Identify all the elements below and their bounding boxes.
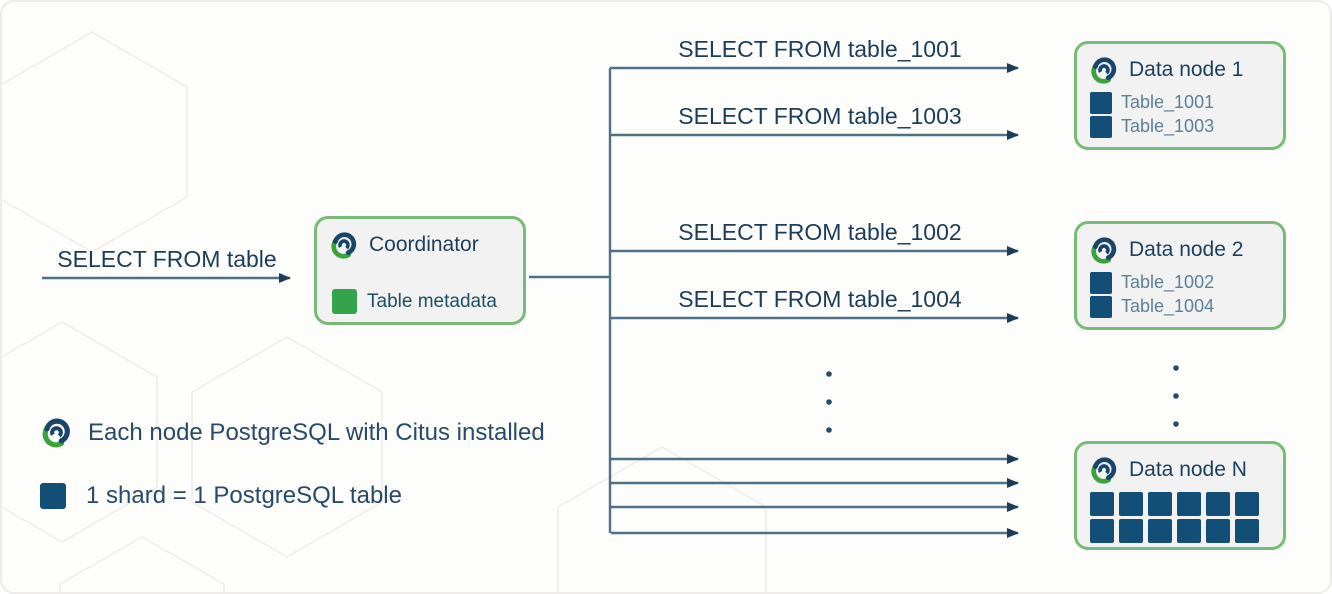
shard-icon — [1090, 492, 1114, 516]
shard-icon — [1235, 492, 1259, 516]
shard-icon — [1206, 519, 1230, 543]
shard-icon — [1090, 295, 1112, 318]
data-node-2-title: Data node 2 — [1129, 238, 1244, 261]
citus-logo-icon — [1089, 455, 1119, 485]
legend-item-shard: 1 shard = 1 PostgreSQL table — [40, 482, 402, 510]
data-node-n-title: Data node N — [1129, 458, 1247, 481]
citus-logo-icon — [1089, 55, 1119, 85]
shard-label: Table_1001 — [1121, 92, 1215, 112]
data-node-2-box: Data node 2 Table_1002 Table_1004 — [1074, 221, 1286, 330]
shard-icon — [1090, 519, 1114, 543]
shard-square-icon — [40, 483, 66, 509]
shard-grid — [1090, 492, 1259, 543]
shard-icon — [1148, 492, 1172, 516]
legend-label: Each node PostgreSQL with Citus installe… — [88, 418, 545, 446]
shard-row: Table_1004 — [1090, 295, 1214, 318]
ellipsis-dots — [826, 365, 1179, 433]
shard-icon — [1119, 492, 1143, 516]
table-metadata-label: Table metadata — [367, 290, 497, 312]
branch-query-label-2: SELECT FROM table_1003 — [678, 103, 962, 129]
shard-row: Table_1002 — [1090, 271, 1214, 294]
branch-query-label-4: SELECT FROM table_1004 — [678, 286, 962, 312]
shard-icon — [1090, 271, 1112, 294]
shard-icon — [1148, 519, 1172, 543]
citus-logo-icon — [1089, 235, 1119, 265]
query-label: SELECT FROM table — [57, 246, 277, 272]
coordinator-title: Coordinator — [369, 233, 479, 256]
shard-icon — [1206, 492, 1230, 516]
shard-icon — [1235, 519, 1259, 543]
legend-item-citus: Each node PostgreSQL with Citus installe… — [40, 416, 545, 449]
citus-logo-icon — [40, 416, 73, 449]
data-node-n-box: Data node N — [1074, 441, 1286, 550]
shard-label: Table_1002 — [1121, 272, 1215, 292]
data-node-1-title: Data node 1 — [1129, 58, 1244, 81]
shard-row: Table_1001 — [1090, 91, 1214, 114]
legend-label: 1 shard = 1 PostgreSQL table — [86, 482, 402, 509]
data-node-1-box: Data node 1 Table_1001 Table_1003 — [1074, 41, 1286, 150]
coordinator-node-box: Coordinator Table metadata — [314, 216, 526, 325]
branch-query-label-3: SELECT FROM table_1002 — [678, 219, 962, 245]
shard-icon — [1090, 115, 1112, 138]
table-metadata-icon — [332, 289, 357, 314]
shard-icon — [1177, 492, 1201, 516]
shard-icon — [1177, 519, 1201, 543]
shard-icon — [1090, 91, 1112, 114]
shard-label: Table_1003 — [1121, 116, 1215, 136]
shard-label: Table_1004 — [1121, 296, 1215, 316]
branch-query-label-1: SELECT FROM table_1001 — [678, 36, 962, 62]
citus-logo-icon — [329, 230, 359, 260]
shard-icon — [1119, 519, 1143, 543]
shard-row: Table_1003 — [1090, 115, 1214, 138]
